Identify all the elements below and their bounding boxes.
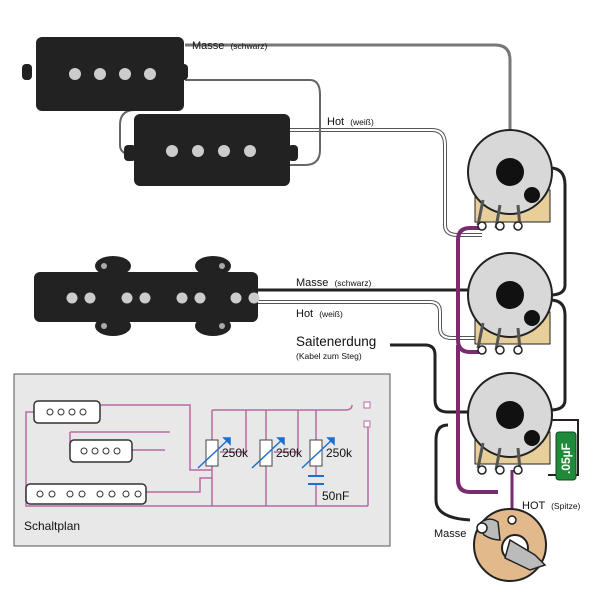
- ground-bus-wire: [549, 166, 567, 297]
- jack-hot-label: HOT: [522, 500, 546, 512]
- schematic-title: Schaltplan: [24, 519, 80, 533]
- bridge-ground-sublabel: (Kabel zum Steg): [296, 351, 362, 361]
- schematic-pot3-label: 250k: [326, 446, 353, 460]
- p-pickup-lower: [124, 114, 298, 186]
- schematic-inset: 250k 250k 250k 50nF Schaltplan: [13, 373, 391, 547]
- jack-ground-label: Masse: [434, 528, 466, 540]
- j-ground-label: Masse: [296, 277, 328, 289]
- j-hot-sublabel: (weiß): [319, 309, 343, 319]
- svg-text:Hot (weiß): Hot (weiß): [296, 308, 343, 320]
- p-hot-sublabel: (weiß): [350, 117, 374, 127]
- bridge-ground-label: Saitenerdung: [296, 334, 376, 349]
- schematic-pot1-label: 250k: [222, 446, 249, 460]
- p-ground-sublabel: (schwarz): [230, 41, 267, 51]
- output-jack: [473, 508, 547, 582]
- schematic-pot2-label: 250k: [276, 446, 303, 460]
- jack-hot-sublabel: (Spitze): [551, 501, 580, 511]
- svg-text:Masse (schwarz): Masse (schwarz): [192, 40, 267, 52]
- capacitor-label: .05µF: [559, 443, 573, 474]
- schematic-cap-label: 50nF: [322, 489, 349, 503]
- pot-volume-p: [467, 129, 553, 231]
- svg-text:Masse (schwarz): Masse (schwarz): [296, 277, 371, 289]
- svg-text:HOT (Spitze): HOT (Spitze): [522, 500, 581, 512]
- pot-volume-j: [467, 252, 553, 355]
- p-hot-wire: [290, 128, 482, 237]
- jack-ground-wire: [434, 423, 471, 522]
- p-pickup-upper: [22, 37, 188, 111]
- pickup-link-wire: [185, 79, 321, 166]
- p-hot-label: Hot: [327, 116, 344, 128]
- capacitor: .05µF: [555, 431, 577, 481]
- bridge-ground-wire: [390, 343, 495, 414]
- svg-text:Hot (weiß): Hot (weiß): [327, 116, 374, 128]
- j-hot-wire: [255, 300, 484, 340]
- p-ground-wire: [185, 43, 512, 160]
- j-ground-sublabel: (schwarz): [334, 278, 371, 288]
- j-hot-label: Hot: [296, 308, 313, 320]
- j-pickup: [34, 256, 260, 336]
- p-ground-label: Masse: [192, 40, 224, 52]
- pot-tone: [467, 372, 553, 475]
- jumper-wire: [456, 226, 484, 354]
